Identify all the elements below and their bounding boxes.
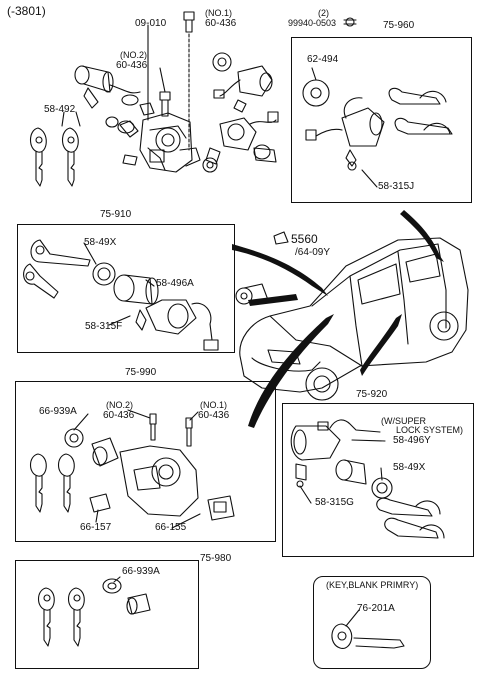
parts-75-960: [302, 79, 453, 171]
frame-75-920: [282, 403, 474, 557]
bolt-no1-top: [183, 11, 195, 151]
part-label-58-315J: 58-315J: [378, 181, 415, 192]
car-illustration: [239, 237, 469, 401]
cylinder-label-58-49X-lower: 58-49X: [393, 462, 426, 473]
clip-label-58-315F: 58-315F: [85, 321, 123, 332]
super-lock-note-2: LOCK SYSTEM): [396, 425, 464, 435]
key-pair-top: [29, 127, 79, 187]
blank-key-title: (KEY,BLANK PRIMRY): [326, 580, 419, 590]
bolt-no1-tag: (NO.1): [205, 8, 232, 18]
parts-75-990: [29, 413, 235, 521]
lock-label-58-496A: 58-496A: [156, 278, 194, 289]
nut-qty: (2): [318, 8, 329, 18]
blank-key-part: 76-201A: [357, 603, 395, 614]
bolt-no2-part-lower: 60-436: [103, 410, 135, 421]
assembly-label-75-920: 75-920: [356, 389, 388, 400]
assembly-label-75-960: 75-960: [383, 20, 415, 31]
connector-label-66-155: 66-155: [155, 522, 187, 533]
page-code: (-3801): [7, 4, 46, 18]
parts-75-980: [37, 578, 151, 647]
ignition-switch-assembly-top: [117, 112, 218, 173]
bolt-no2-tag: (NO.2): [120, 50, 147, 60]
washer-label-62-494: 62-494: [307, 54, 339, 65]
key-icon-callout: [273, 231, 289, 245]
bracket-label-66-157: 66-157: [80, 522, 112, 533]
clip-label-58-315G: 58-315G: [315, 497, 354, 508]
pointer-arrows: [232, 210, 444, 428]
parts-75-920: [290, 419, 445, 539]
assembly-label-75-910: 75-910: [100, 209, 132, 220]
bolt-no2-part: 60-436: [116, 60, 148, 71]
nut-part: 99940-0503: [288, 18, 337, 28]
assembly-label-75-980: 75-980: [200, 553, 232, 564]
super-lock-note-1: (W/SUPER: [381, 416, 426, 426]
frame-75-910: [17, 224, 235, 353]
frame-key-blank: [313, 576, 431, 669]
parts-75-910: [23, 239, 219, 351]
car-callout-64-09Y: /64-09Y: [295, 247, 331, 258]
assembly-label-75-990: 75-990: [125, 367, 157, 378]
key-cylinder-top: [74, 65, 141, 109]
ring-label-66-939A: 66-939A: [39, 406, 77, 417]
car-callout-5560: 5560: [291, 232, 318, 246]
frame-75-990: [15, 381, 276, 542]
bolt-no1-part: 60-436: [205, 18, 237, 29]
bolt-no1-tag-lower: (NO.1): [200, 400, 227, 410]
bolt-no2-tag-lower: (NO.2): [106, 400, 133, 410]
cylinder-label-58-49X: 58-49X: [84, 237, 117, 248]
bolt-no2-top: [159, 91, 171, 117]
assembly-label-09-010: 09-010: [135, 18, 167, 29]
bolt-no1-part-lower: 60-436: [198, 410, 230, 421]
lock-label-58-496Y: 58-496Y: [393, 435, 431, 446]
ring-label-66-939A-lower: 66-939A: [122, 566, 160, 577]
frame-75-960: [291, 37, 472, 203]
blank-key: [331, 623, 405, 649]
trunk-lock-top-right: [219, 111, 279, 163]
key-label-58-492: 58-492: [44, 104, 76, 115]
door-lock-top-right: [213, 65, 273, 113]
frame-75-980: [15, 560, 199, 669]
